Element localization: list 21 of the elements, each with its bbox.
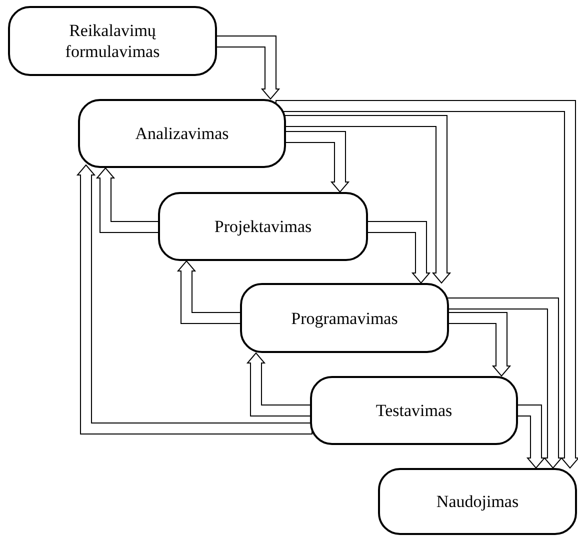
block-arrow: [246, 352, 312, 416]
process-box: [240, 283, 449, 353]
box-label: Naudojimas: [436, 491, 519, 512]
box-label: Reikalavimų formulavimas: [64, 20, 161, 62]
process-box: [8, 6, 217, 76]
block-arrow: [366, 221, 431, 284]
box-label: Programavimas: [291, 308, 398, 328]
box-label: Testavimas: [376, 400, 452, 421]
block-arrow: [516, 404, 546, 469]
process-box: [378, 468, 577, 535]
process-box: [78, 99, 286, 168]
box-label: Analizavimas: [135, 123, 229, 144]
block-arrow: [446, 312, 512, 377]
block-arrow: [76, 164, 312, 434]
process-box: [158, 192, 368, 261]
block-arrow: [282, 115, 452, 284]
block-arrow: [176, 260, 242, 324]
block-arrow: [276, 100, 578, 469]
block-arrow: [96, 167, 160, 233]
box-label: Projektavimas: [214, 216, 312, 237]
process-box: [310, 376, 518, 445]
